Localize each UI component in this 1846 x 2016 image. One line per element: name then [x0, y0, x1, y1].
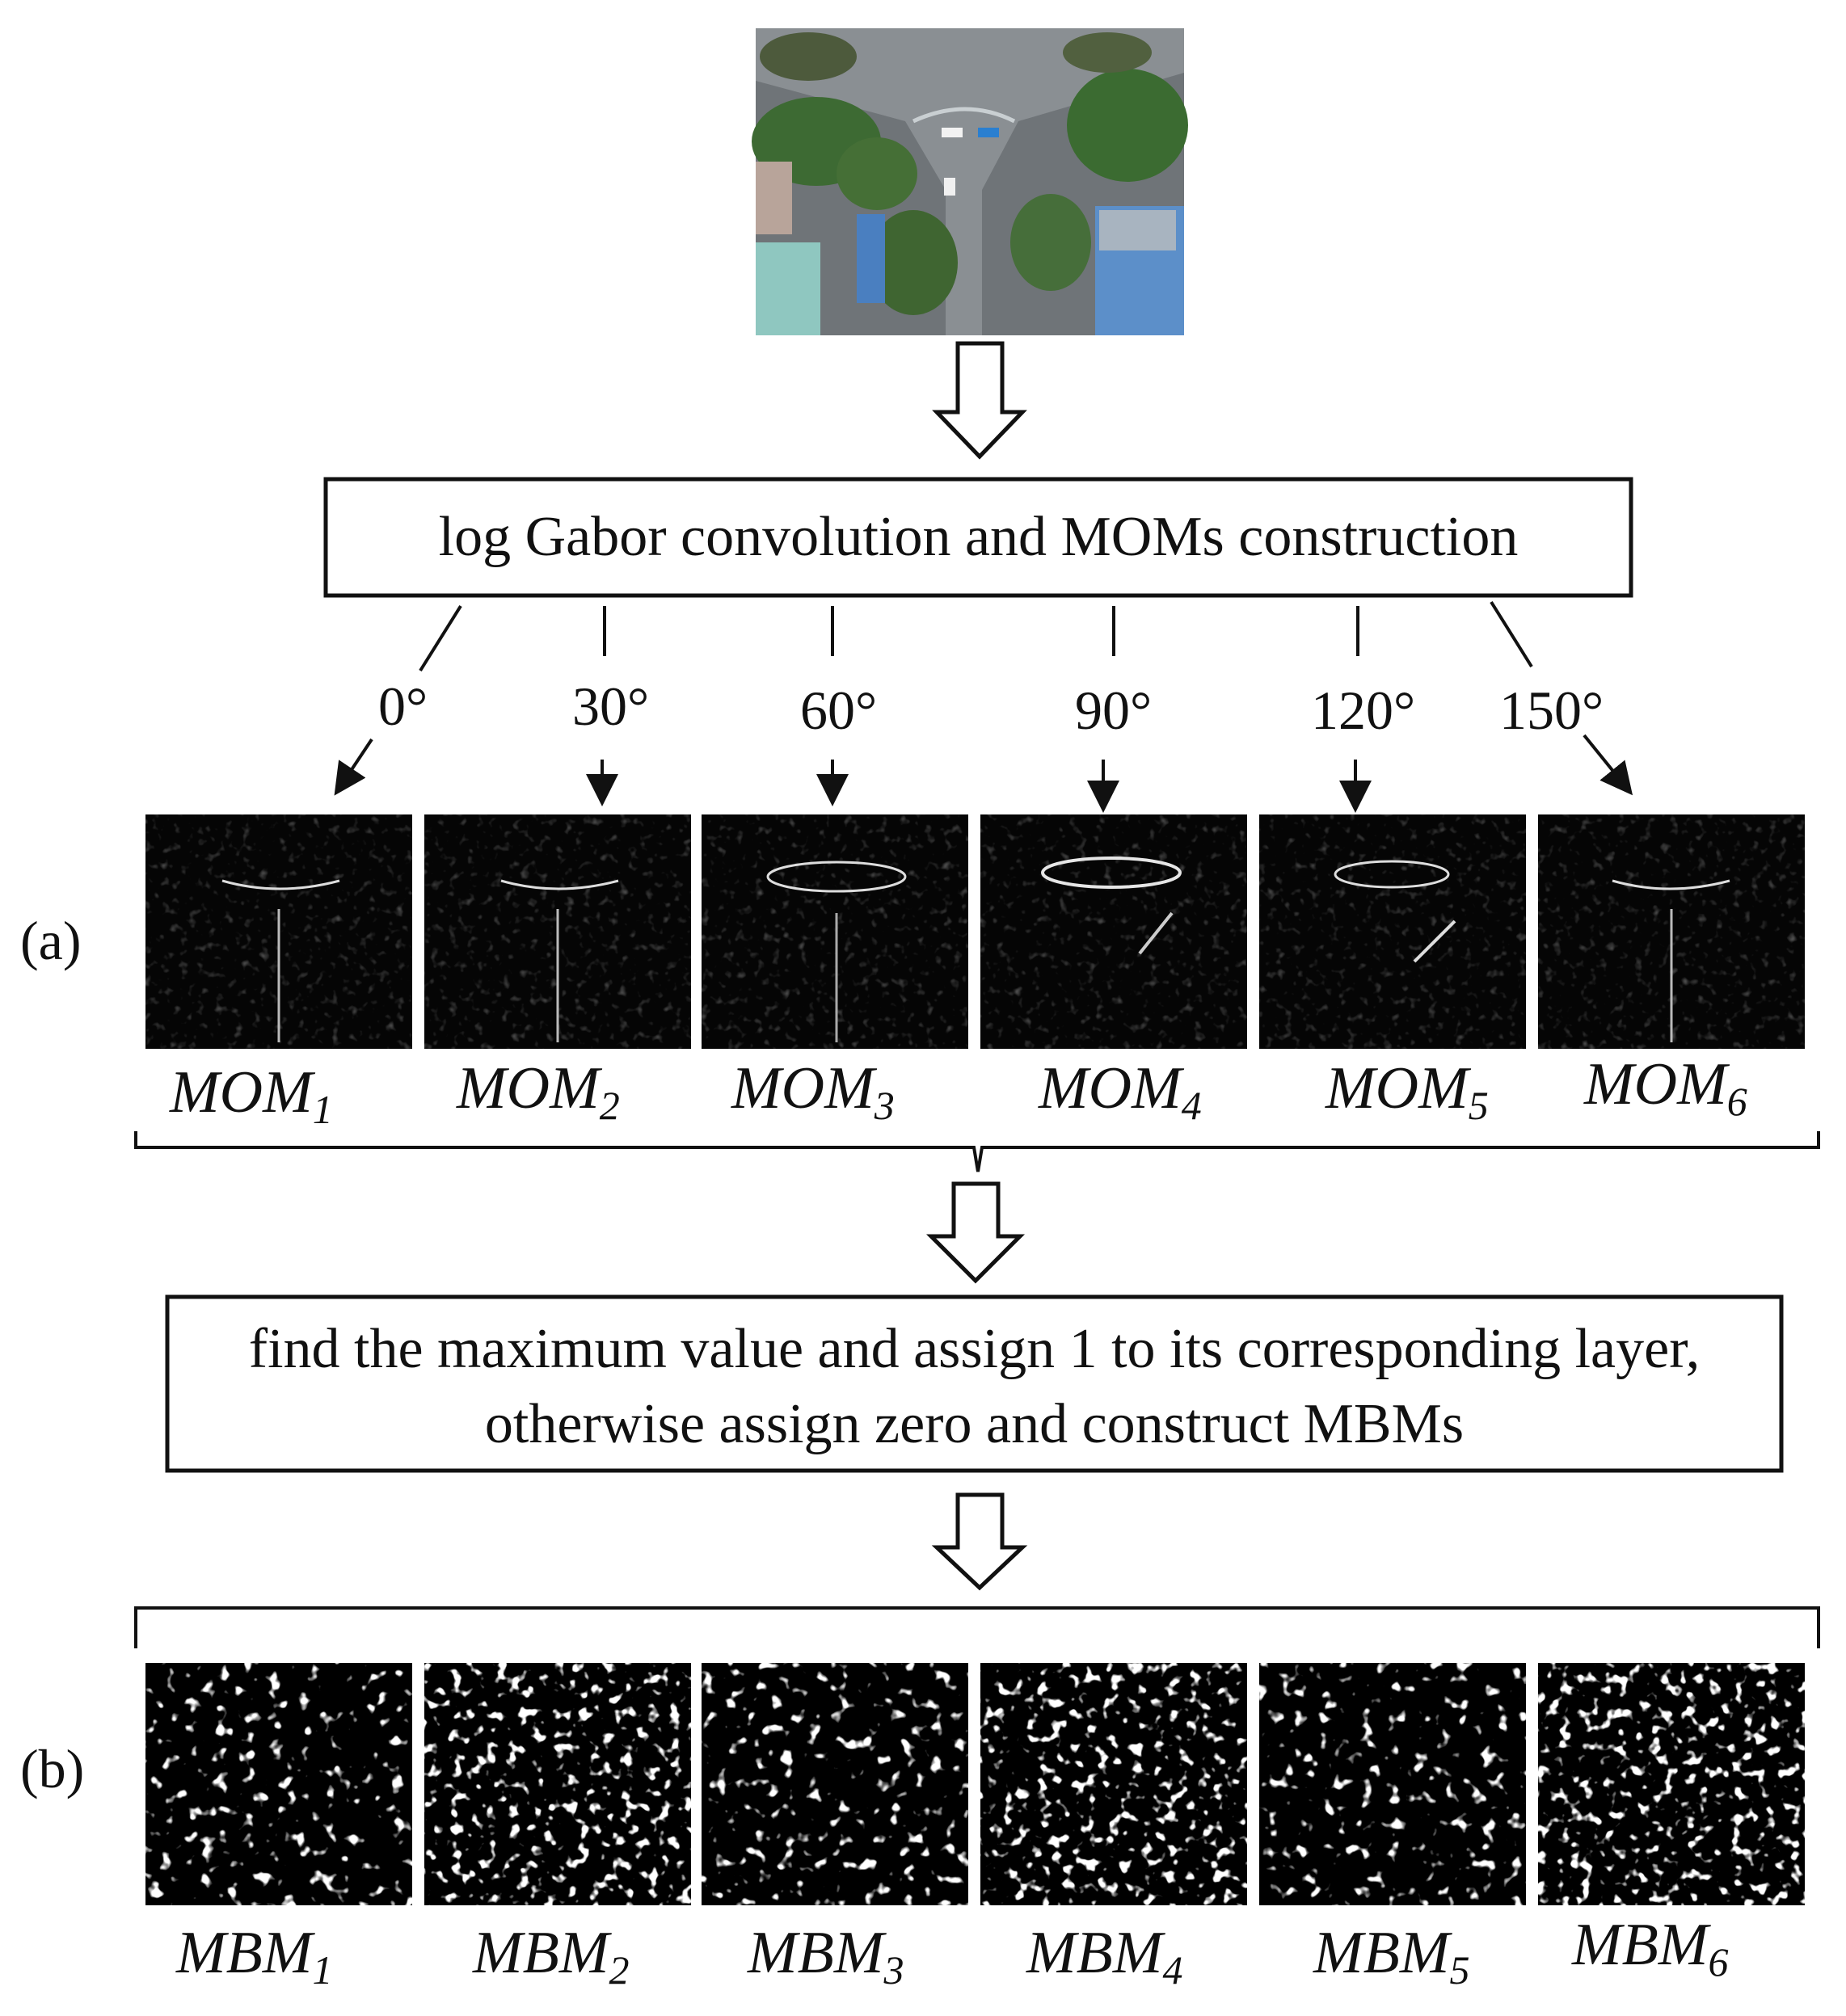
mbm-image-5 — [1259, 1663, 1526, 1905]
process-box-gabor — [323, 477, 1633, 598]
mom-label-4: MOM4 — [1039, 1055, 1202, 1128]
mom-label-2: MOM2 — [457, 1055, 620, 1128]
mom-image-4 — [980, 814, 1247, 1049]
angle-label-90: 90° — [1075, 680, 1153, 741]
mom-label-6: MOM6 — [1584, 1051, 1747, 1124]
mom-images — [145, 814, 1805, 1049]
mbm-image-4 — [980, 1663, 1247, 1905]
angle-label-150: 150° — [1499, 680, 1604, 741]
angle-label-60: 60° — [800, 680, 878, 741]
mom-label-1: MOM1 — [170, 1059, 333, 1132]
mbm-box-line2: otherwise assign zero and construct MBMs — [484, 1393, 1465, 1455]
orientation-branches — [419, 600, 1533, 672]
mbm-image-3 — [702, 1663, 968, 1905]
gabor-box-text: log Gabor convolution and MOMs construct… — [438, 506, 1519, 568]
mbm-label-4: MBM4 — [1026, 1920, 1183, 1993]
mbm-images — [145, 1663, 1805, 1905]
mbm-image-2 — [424, 1663, 691, 1905]
mom-image-6 — [1538, 814, 1805, 1049]
brace-mom — [134, 1131, 1820, 1172]
hollow-down-arrow-2 — [925, 1181, 1026, 1284]
mbm-label-3: MBM3 — [748, 1920, 904, 1993]
panel-label-b: (b) — [20, 1738, 85, 1799]
hollow-down-arrow-1 — [932, 341, 1027, 460]
mbm-image-6 — [1538, 1663, 1805, 1905]
mbm-image-1 — [145, 1663, 412, 1905]
mbm-label-6: MBM6 — [1572, 1912, 1729, 1984]
mbm-label-5: MBM5 — [1313, 1920, 1470, 1993]
mom-label-5: MOM5 — [1325, 1055, 1489, 1128]
mbm-label-2: MBM2 — [473, 1920, 630, 1993]
mbm-box-line1: find the maximum value and assign 1 to i… — [248, 1318, 1701, 1380]
angle-label-120: 120° — [1311, 680, 1416, 741]
angle-label-30: 30° — [572, 676, 650, 737]
mom-image-3 — [702, 814, 968, 1049]
orientation-arrows — [334, 734, 1633, 813]
panel-label-a: (a) — [20, 910, 82, 971]
mbm-label-1: MBM1 — [176, 1920, 333, 1993]
aerial-input-image — [752, 28, 1188, 335]
mom-image-1 — [145, 814, 412, 1049]
mom-label-3: MOM3 — [731, 1055, 895, 1128]
mom-image-2 — [424, 814, 691, 1049]
angle-label-0: 0° — [378, 676, 428, 737]
brace-mbm — [134, 1606, 1820, 1648]
hollow-down-arrow-3 — [931, 1492, 1028, 1591]
process-box-mbm — [165, 1294, 1784, 1473]
mom-image-5 — [1259, 814, 1526, 1049]
